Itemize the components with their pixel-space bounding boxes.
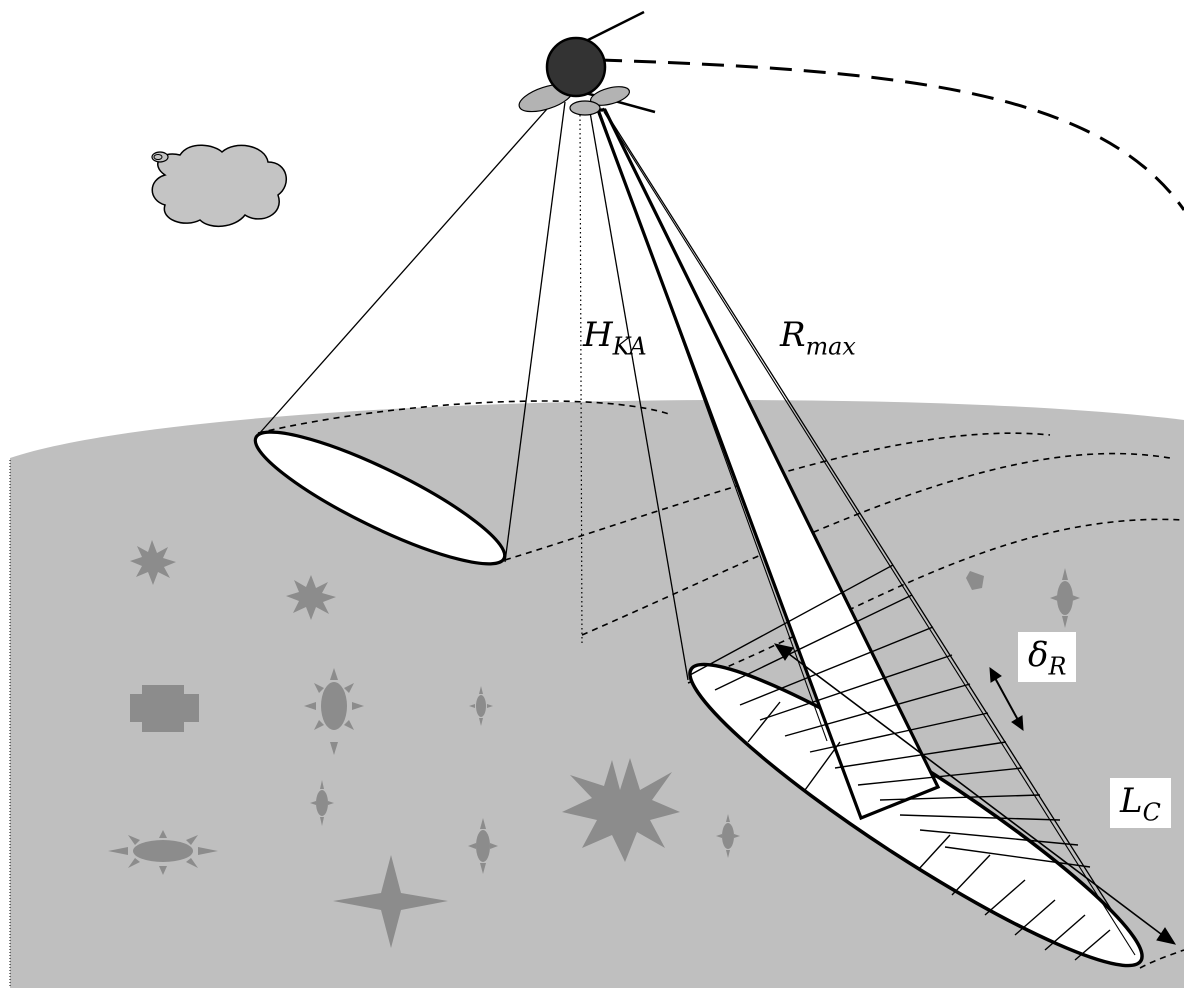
four-point-star-icon (333, 855, 448, 948)
solar-panel-bottom-icon (569, 100, 601, 116)
ground-track-5 (1139, 949, 1184, 969)
range-cell-beam (595, 108, 941, 821)
left-footprint (253, 430, 507, 566)
sun-small-2-icon (310, 780, 334, 826)
label-r-max-main: R (780, 315, 806, 355)
label-h-ka: HKA (583, 315, 647, 358)
block-shape-icon (130, 685, 199, 732)
label-delta-r: δR (1018, 632, 1077, 682)
range-grid (689, 564, 1111, 961)
footprint-length-arrow (773, 643, 1177, 945)
sun-large-icon (304, 668, 364, 755)
orbit-path (599, 58, 1184, 211)
sun-shapes (108, 568, 1080, 875)
starburst-large-icon (562, 758, 680, 862)
sun-small-4-icon (716, 814, 740, 858)
right-beam-inner (599, 111, 1136, 956)
resolution-arrow (989, 666, 1024, 732)
label-h-ka-main: H (583, 315, 613, 355)
label-r-max-sub: max (805, 332, 856, 361)
label-l-c-sub: C (1142, 798, 1161, 827)
ground-objects (130, 540, 984, 948)
satellite-icon (518, 10, 656, 116)
label-h-ka-sub: KA (612, 332, 647, 361)
nadir-line (579, 114, 583, 646)
left-beam (257, 99, 566, 563)
starburst-1-icon (130, 540, 176, 585)
label-delta-r-sub: R (1048, 652, 1067, 681)
satellite-body-icon (545, 36, 607, 98)
sun-flat-icon (108, 830, 218, 875)
label-l-c-main: L (1120, 781, 1143, 821)
ground-track-1 (257, 400, 673, 434)
sun-small-1-icon (469, 686, 493, 726)
right-beam-outer (589, 107, 1143, 959)
label-r-max: Rmax (780, 315, 856, 358)
label-delta-r-main: δ (1028, 635, 1049, 675)
sun-small-3-icon (468, 818, 498, 874)
ground-track-2 (504, 432, 1051, 561)
pentagon-icon (966, 571, 984, 590)
label-l-c: LC (1110, 778, 1171, 828)
sun-small-5-icon (1050, 568, 1080, 628)
starburst-2-icon (286, 575, 336, 620)
cloud-icon (151, 144, 288, 227)
ground-track-4 (687, 518, 1184, 684)
